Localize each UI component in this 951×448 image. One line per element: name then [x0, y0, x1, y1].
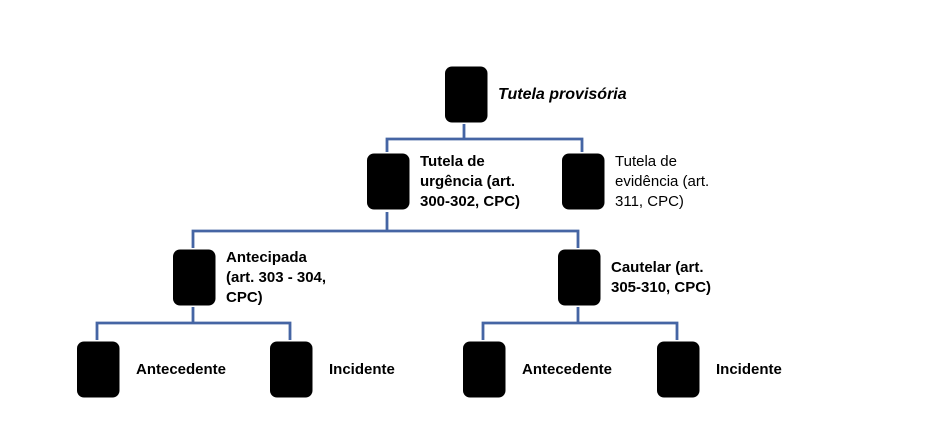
person-notebook-icon [265, 340, 315, 399]
person-notebook-icon [553, 248, 603, 307]
person-notebook-icon [72, 340, 122, 399]
node-cautelar-antecedente: Antecedente [458, 340, 612, 399]
node-label: Antecipada (art. 303 - 304, CPC) [226, 248, 327, 306]
node-tutela-de-urgencia: Tutela de urgência (art. 300-302, CPC) [362, 152, 520, 211]
node-antecipada: Antecipada (art. 303 - 304, CPC) [168, 248, 326, 307]
node-tutela-provisoria: Tutela provisória [440, 65, 627, 124]
node-label: Tutela provisória [498, 85, 627, 103]
node-tutela-de-evidencia: Tutela de evidência (art. 311, CPC) [557, 152, 709, 211]
node-label: Antecedente [136, 360, 227, 378]
node-label: Tutela de evidência (art. 311, CPC) [615, 152, 710, 210]
person-notebook-icon [652, 340, 702, 399]
node-label: Tutela de urgência (art. 300-302, CPC) [420, 152, 521, 210]
person-notebook-icon [458, 340, 508, 399]
node-cautelar-incidente: Incidente [652, 340, 782, 399]
person-notebook-icon [168, 248, 218, 307]
person-notebook-icon [557, 152, 607, 211]
node-label: Antecedente [522, 360, 613, 378]
node-label: Incidente [329, 360, 395, 378]
person-notebook-icon [440, 65, 490, 124]
node-antecipada-antecedente: Antecedente [72, 340, 226, 399]
node-label: Cautelar (art. 305-310, CPC) [611, 258, 712, 296]
node-antecipada-incidente: Incidente [265, 340, 395, 399]
person-notebook-icon [362, 152, 412, 211]
node-cautelar: Cautelar (art. 305-310, CPC) [553, 248, 711, 307]
node-label: Incidente [716, 360, 782, 378]
